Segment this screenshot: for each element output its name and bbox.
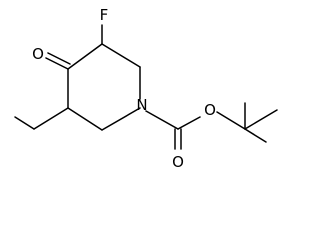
ring-nitrogen-label: N xyxy=(136,96,147,114)
bond-ethyl-ch2-ch3 xyxy=(14,116,35,130)
chemical-structure-diagram: F O N O O xyxy=(14,6,278,171)
fluorine-label: F xyxy=(100,6,109,24)
bond-c4-o-ketone-b xyxy=(47,52,71,65)
bond-carbonyl-c-ester-o xyxy=(177,116,201,130)
carbonyl-oxygen-label: O xyxy=(172,153,184,171)
bond-tbu-methyl-right xyxy=(244,109,278,130)
bond-c6-n xyxy=(101,107,141,131)
bond-tbu-methyl-down xyxy=(244,128,267,143)
bond-c3-c4 xyxy=(67,43,103,70)
bond-c2-c3 xyxy=(101,43,141,68)
bond-c5-c6 xyxy=(67,107,103,131)
bond-c4-o-ketone-a xyxy=(45,57,69,70)
ester-oxygen-label: O xyxy=(204,101,216,119)
bond-ester-o-quaternary-c xyxy=(216,111,246,130)
bond-c5-ethyl-ch2 xyxy=(33,107,69,130)
bond-n-carbonyl-c xyxy=(145,110,179,130)
ketone-oxygen-label: O xyxy=(32,45,44,63)
